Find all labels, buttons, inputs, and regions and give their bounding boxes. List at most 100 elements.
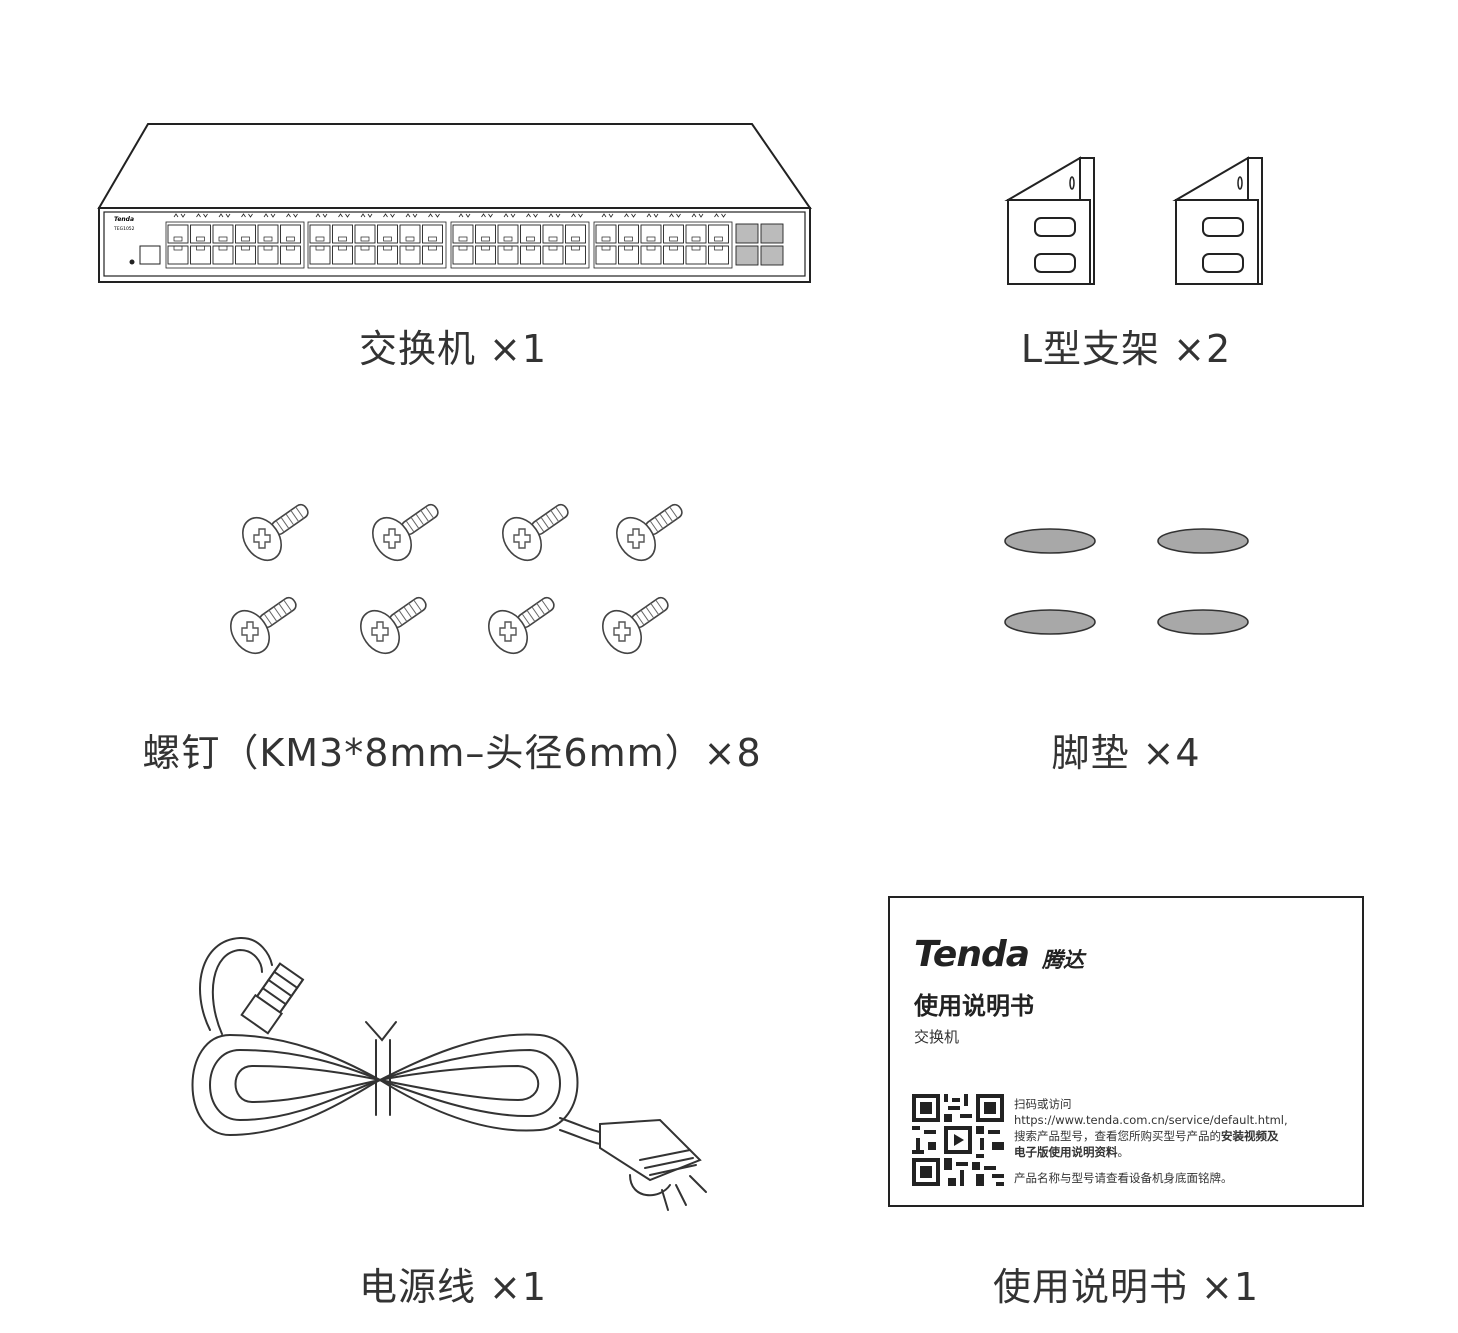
- l-bracket-right: [1172, 156, 1263, 285]
- port-led: [458, 213, 471, 218]
- port-group: [165, 221, 305, 269]
- rj45-latch: [315, 236, 325, 242]
- rj45-latch: [338, 245, 347, 251]
- rj45-port: [399, 245, 421, 265]
- port-led: [646, 213, 659, 218]
- rj45-latch: [526, 245, 535, 251]
- rj45-port: [422, 224, 443, 244]
- manual-logo: Tenda: [914, 934, 1030, 975]
- rj45-port: [167, 245, 189, 265]
- port-led: [601, 213, 614, 218]
- rj45-port: [520, 224, 541, 244]
- manual-caption: 使用说明书 ×1: [992, 1265, 1260, 1309]
- manual-scan-label: 扫码或访问: [1014, 1097, 1072, 1111]
- port-led: [571, 213, 583, 218]
- rj45-latch: [241, 245, 250, 251]
- screws-caption: 螺钉（KM3*8mm–头径6mm）×8: [142, 731, 762, 775]
- pads-caption: 脚垫 ×4: [1051, 731, 1201, 775]
- port-led: [263, 213, 276, 218]
- manual-title: 使用说明书: [914, 992, 1034, 1020]
- manual-search-line2: 电子版使用说明资料。: [1014, 1145, 1129, 1159]
- rj45-port: [685, 224, 707, 244]
- manual-card: Tenda 腾达 使用说明书 交换机 扫码或访问 https://www.ten…: [888, 896, 1364, 1207]
- port-led: [218, 213, 231, 218]
- rj45-port: [190, 224, 211, 244]
- reset-button: [129, 259, 135, 265]
- rj45-latch: [714, 236, 723, 242]
- rj45-port: [475, 224, 496, 244]
- rj45-latch: [173, 245, 183, 251]
- rj45-latch: [624, 236, 633, 242]
- rj45-port: [332, 224, 353, 244]
- rj45-port: [377, 224, 398, 244]
- port-led: [428, 213, 440, 218]
- rj45-port: [212, 245, 234, 265]
- sfp-port: [760, 223, 784, 244]
- manual-logo-cn: 腾达: [1042, 948, 1084, 972]
- rj45-latch: [714, 245, 723, 251]
- port-led: [360, 213, 373, 218]
- rj45-port: [595, 224, 617, 244]
- rj45-latch: [383, 245, 392, 251]
- port-led: [196, 213, 208, 218]
- rj45-latch: [691, 236, 701, 242]
- rj45-latch: [405, 236, 415, 242]
- port-led: [383, 213, 395, 218]
- rj45-latch: [601, 236, 611, 242]
- l-bracket-left: [1004, 156, 1095, 285]
- rj45-latch: [263, 245, 273, 251]
- cable-caption: 电源线 ×1: [358, 1265, 548, 1309]
- rj45-port: [497, 245, 519, 265]
- port-led: [173, 213, 186, 218]
- rj45-port: [257, 245, 279, 265]
- port-led: [624, 213, 636, 218]
- rj45-port: [640, 245, 662, 265]
- sfp-port: [760, 245, 784, 266]
- rj45-port: [520, 245, 541, 265]
- rj45-port: [167, 224, 189, 244]
- rj45-port: [212, 224, 234, 244]
- rj45-port: [190, 245, 211, 265]
- rj45-port: [377, 245, 398, 265]
- rj45-latch: [218, 236, 228, 242]
- rj45-port: [399, 224, 421, 244]
- port-led: [241, 213, 253, 218]
- sfp-port: [735, 223, 759, 244]
- rj45-latch: [624, 245, 633, 251]
- manual-nameplate-note: 产品名称与型号请查看设备机身底面铭牌。: [1014, 1171, 1233, 1185]
- port-led: [503, 213, 516, 218]
- port-led: [481, 213, 493, 218]
- switch-model-label: TEG1052: [113, 226, 135, 232]
- rj45-latch: [405, 245, 415, 251]
- rj45-port: [618, 224, 639, 244]
- rj45-latch: [338, 236, 347, 242]
- rj45-port: [475, 245, 496, 265]
- port-led: [548, 213, 561, 218]
- qr-code-icon: [912, 1094, 1004, 1186]
- rj45-latch: [503, 245, 513, 251]
- rj45-latch: [691, 245, 701, 251]
- rj45-port: [542, 245, 564, 265]
- switch-caption: 交换机 ×1: [358, 327, 548, 371]
- rj45-port: [235, 224, 256, 244]
- port-led: [405, 213, 418, 218]
- rj45-latch: [263, 236, 273, 242]
- rj45-latch: [481, 245, 490, 251]
- rj45-port: [618, 245, 639, 265]
- rj45-port: [663, 245, 684, 265]
- port-group: [593, 221, 733, 269]
- rj45-port: [663, 224, 684, 244]
- port-group: [450, 221, 590, 269]
- rj45-latch: [646, 236, 656, 242]
- rj45-latch: [315, 245, 325, 251]
- console-port: [139, 245, 161, 265]
- rj45-latch: [458, 236, 468, 242]
- port-led: [286, 213, 298, 218]
- bracket-caption: L型支架 ×2: [1020, 327, 1232, 371]
- rj45-latch: [526, 236, 535, 242]
- rj45-latch: [196, 236, 205, 242]
- rj45-port: [235, 245, 256, 265]
- rj45-latch: [503, 236, 513, 242]
- rj45-latch: [548, 236, 558, 242]
- rj45-latch: [428, 236, 437, 242]
